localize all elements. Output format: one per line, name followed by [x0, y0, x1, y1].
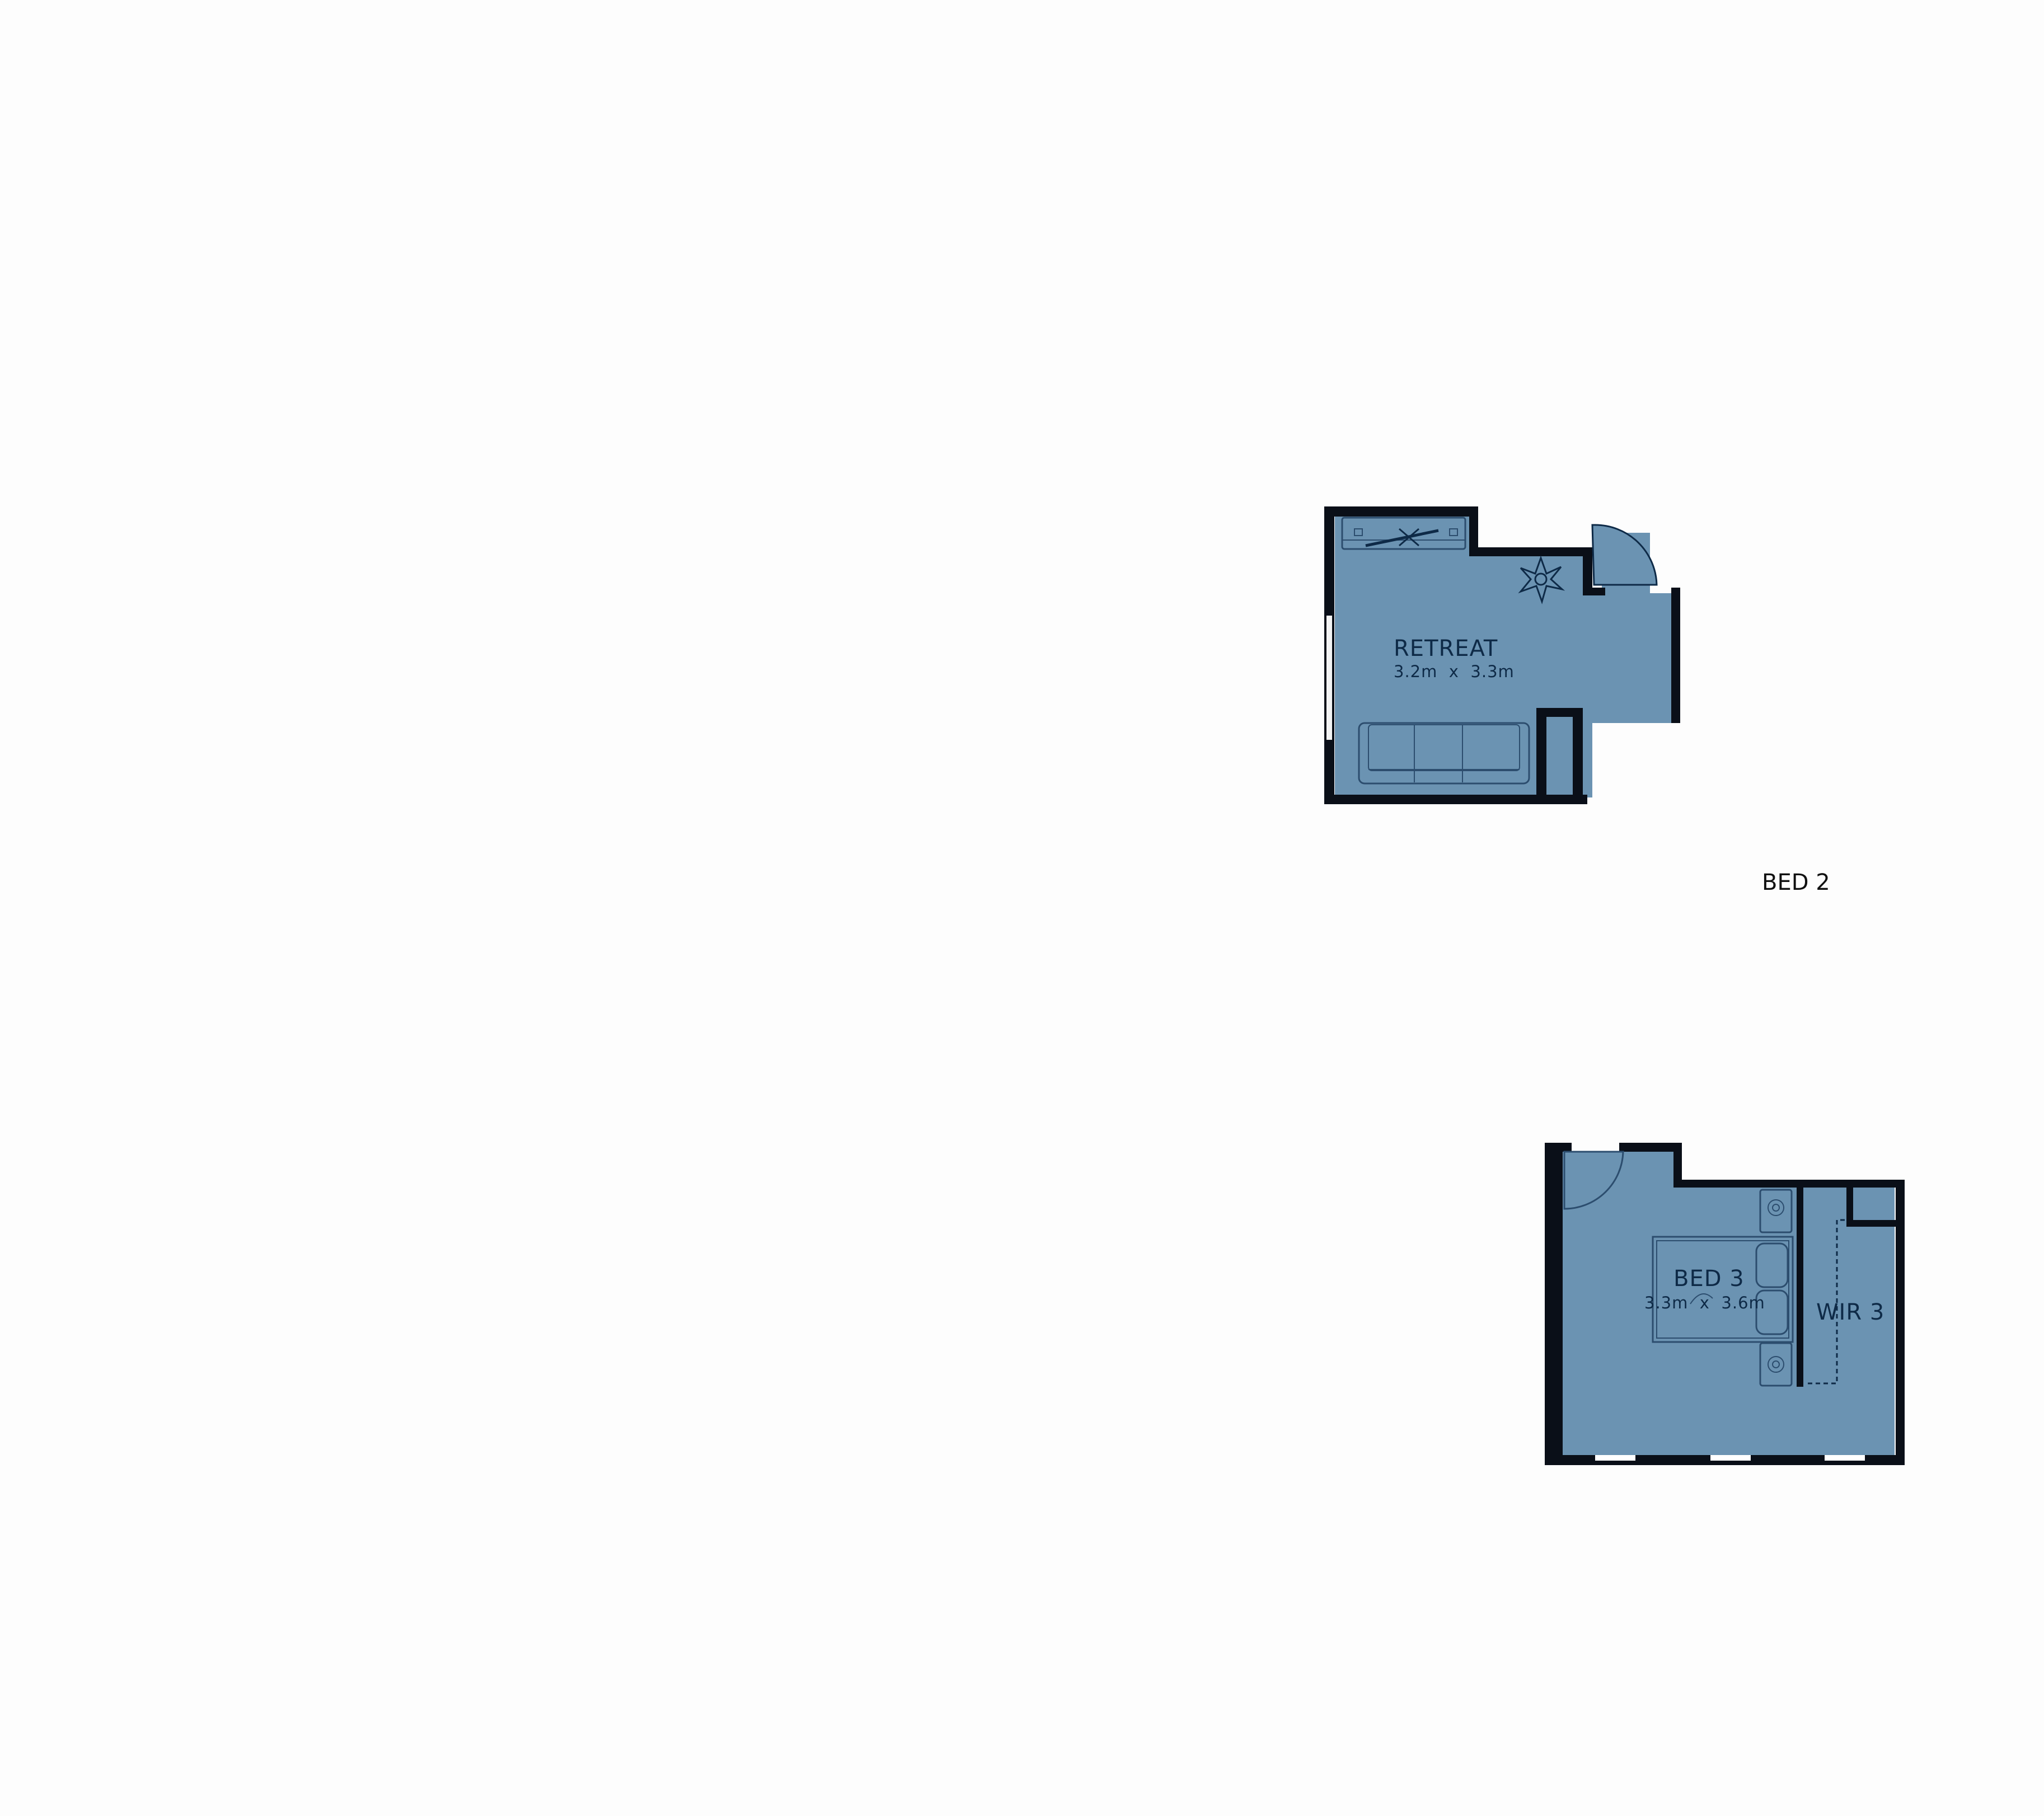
retreat-floor — [1335, 516, 1678, 797]
retreat-window-icon — [1326, 616, 1332, 740]
tv-unit-icon — [1341, 517, 1466, 550]
bed3-floor — [1555, 1152, 1895, 1455]
plant-icon — [1518, 555, 1565, 604]
wir3-rail — [1808, 1219, 1846, 1385]
door-swing-icon — [1591, 524, 1658, 586]
wir3-label: WIR 3 — [1816, 1299, 1884, 1325]
bed3-walls — [1545, 1143, 1905, 1465]
retreat-label: RETREAT — [1394, 636, 1498, 661]
bed3-label: BED 3 — [1673, 1266, 1745, 1292]
bed3-door-swing-icon — [1563, 1151, 1624, 1210]
bed3-room: BED 3 3.3m x 3.6m WIR 3 — [1545, 1143, 1905, 1465]
bed2-label: BED 2 — [1762, 870, 1830, 895]
bed3-dimensions: 3.3m x 3.6m — [1644, 1293, 1765, 1312]
sofa-icon — [1358, 722, 1530, 785]
bed3-window-icon — [1595, 1455, 1865, 1461]
retreat-dimensions: 3.2m x 3.3m — [1394, 662, 1515, 681]
bedside-table-icon — [1759, 1189, 1793, 1387]
retreat-room: RETREAT 3.2m x 3.3m — [1324, 506, 1680, 804]
bed-icon — [1652, 1236, 1794, 1343]
